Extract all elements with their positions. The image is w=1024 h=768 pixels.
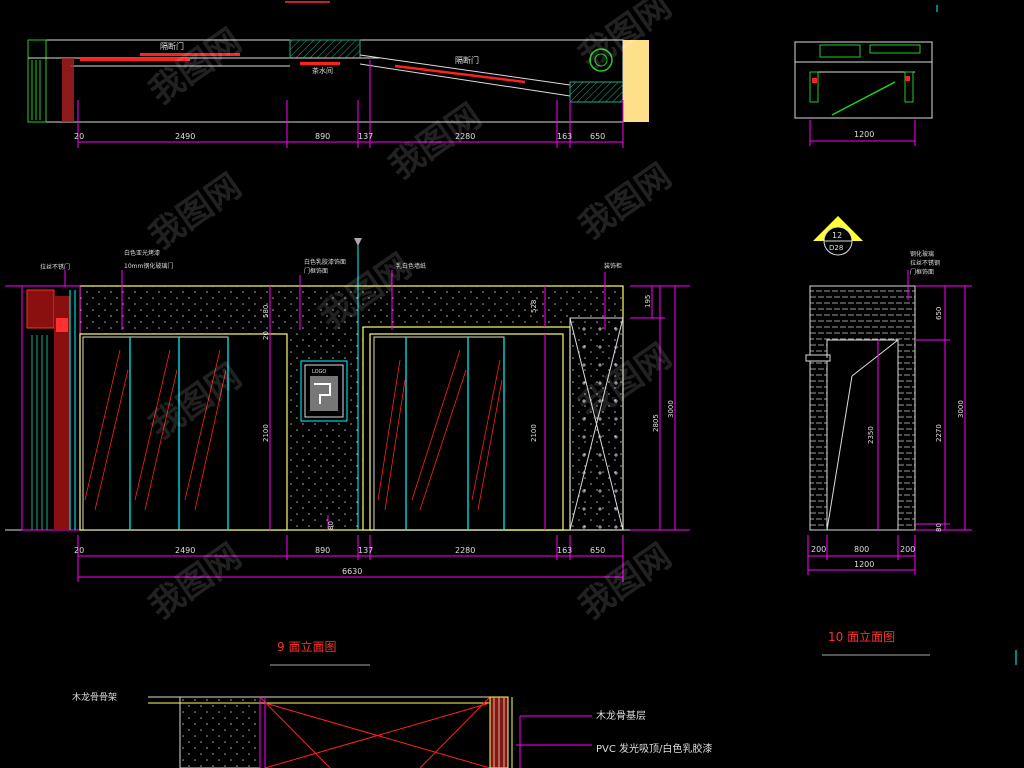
- section-detail: 木龙骨骨架 木龙骨基层 PVC 发光吸顶/白色乳胶漆: [72, 691, 712, 768]
- e10-note-c: 门框饰面: [910, 268, 934, 276]
- section-left-label: 木龙骨骨架: [72, 691, 117, 703]
- e9-note-b2: 10mm钢化玻璃门: [124, 262, 173, 270]
- e10-dim-200a: 200: [811, 545, 826, 554]
- section-symbol-top: 12: [832, 231, 842, 240]
- plan-door-label-left: 隔断门: [160, 41, 184, 51]
- e9-note-a: 拉丝不锈门: [40, 263, 70, 271]
- e9-vdim-80: 80: [327, 521, 335, 530]
- section-right-label-2: PVC 发光吸顶/白色乳胶漆: [596, 742, 712, 755]
- e9-dim-1: 20: [74, 546, 84, 555]
- plan-dim-7: 650: [590, 132, 605, 141]
- plan-view-right: 1200: [794, 5, 938, 146]
- e9-dim-total: 6630: [342, 567, 362, 576]
- e9-vdim-2805: 2805: [652, 414, 660, 432]
- plan-view-top: 隔断门 隔断门 茶水间 20 2490 890 137 2280 163 650: [27, 39, 649, 148]
- e9-vdim-2100b: 2100: [530, 424, 538, 442]
- plan-dim-4: 137: [358, 132, 373, 141]
- e10-note-a: 钢化玻璃: [910, 250, 934, 258]
- e10-vdim-2350: 2350: [867, 426, 875, 444]
- plan-mid-label: 茶水间: [312, 66, 333, 75]
- e9-note-d: 乳白色墙纸: [396, 262, 426, 270]
- e10-note-b: 拉丝不锈钢: [910, 259, 940, 267]
- e9-vdim-528: 528: [530, 300, 538, 313]
- e9-vdim-3000: 3000: [667, 400, 675, 418]
- e9-dim-7: 650: [590, 546, 605, 555]
- watermark-8: 我图网: [572, 536, 678, 627]
- watermark-4: 我图网: [572, 156, 678, 247]
- e9-dim-6: 163: [557, 546, 572, 555]
- elevation-10: 12 D28 钢化玻璃 拉丝不锈钢 门框饰面 650 2350 2270 300…: [805, 216, 1017, 665]
- plan-dim-6: 163: [557, 132, 572, 141]
- e9-dim-4: 137: [358, 546, 373, 555]
- plan-dim-3: 890: [315, 132, 330, 141]
- e10-dim-total: 1200: [854, 560, 874, 569]
- e10-vdim-80: 80: [935, 523, 943, 532]
- e9-note-c1: 白色乳胶漆饰面: [304, 258, 346, 266]
- e10-vdim-650: 650: [935, 307, 943, 320]
- plan-dim-2: 2490: [175, 132, 195, 141]
- section-right-label-1: 木龙骨基层: [596, 709, 646, 722]
- e9-vdim-580: 580: [262, 305, 270, 318]
- plan-door-label-right: 隔断门: [455, 55, 479, 65]
- watermark-1: 我图网: [142, 21, 248, 112]
- logo-text: LOGO: [312, 369, 326, 375]
- elevation-9-title: 9 面立面图: [277, 639, 336, 654]
- e9-dim-5: 2280: [455, 546, 475, 555]
- e9-note-b1: 白色亚光烤漆: [124, 249, 160, 257]
- e10-dim-800: 800: [854, 545, 869, 554]
- e10-dim-200b: 200: [900, 545, 915, 554]
- e9-dim-2: 2490: [175, 546, 195, 555]
- section-symbol-bottom: D28: [829, 244, 843, 252]
- e9-dim-3: 890: [315, 546, 330, 555]
- elevation-9: LOGO 拉丝不锈门 白色亚光烤漆 10mm钢化玻璃门 白色: [5, 238, 690, 666]
- e9-note-c2: 门框饰面: [304, 267, 328, 275]
- watermark-3: 我图网: [142, 166, 248, 257]
- plan-right-dim: 1200: [854, 130, 874, 139]
- plan-dim-5: 2280: [455, 132, 475, 141]
- e9-vdim-195: 195: [644, 295, 652, 308]
- e10-vdim-3000: 3000: [957, 400, 965, 418]
- e9-vdim-20: 20: [262, 331, 270, 340]
- e9-vdim-2100a: 2100: [262, 424, 270, 442]
- watermark-7: 我图网: [142, 536, 248, 627]
- e9-note-e: 装饰柜: [604, 262, 622, 270]
- e10-vdim-2270: 2270: [935, 424, 943, 442]
- plan-dim-1: 20: [74, 132, 84, 141]
- elevation-10-title: 10 面立面图: [828, 629, 895, 644]
